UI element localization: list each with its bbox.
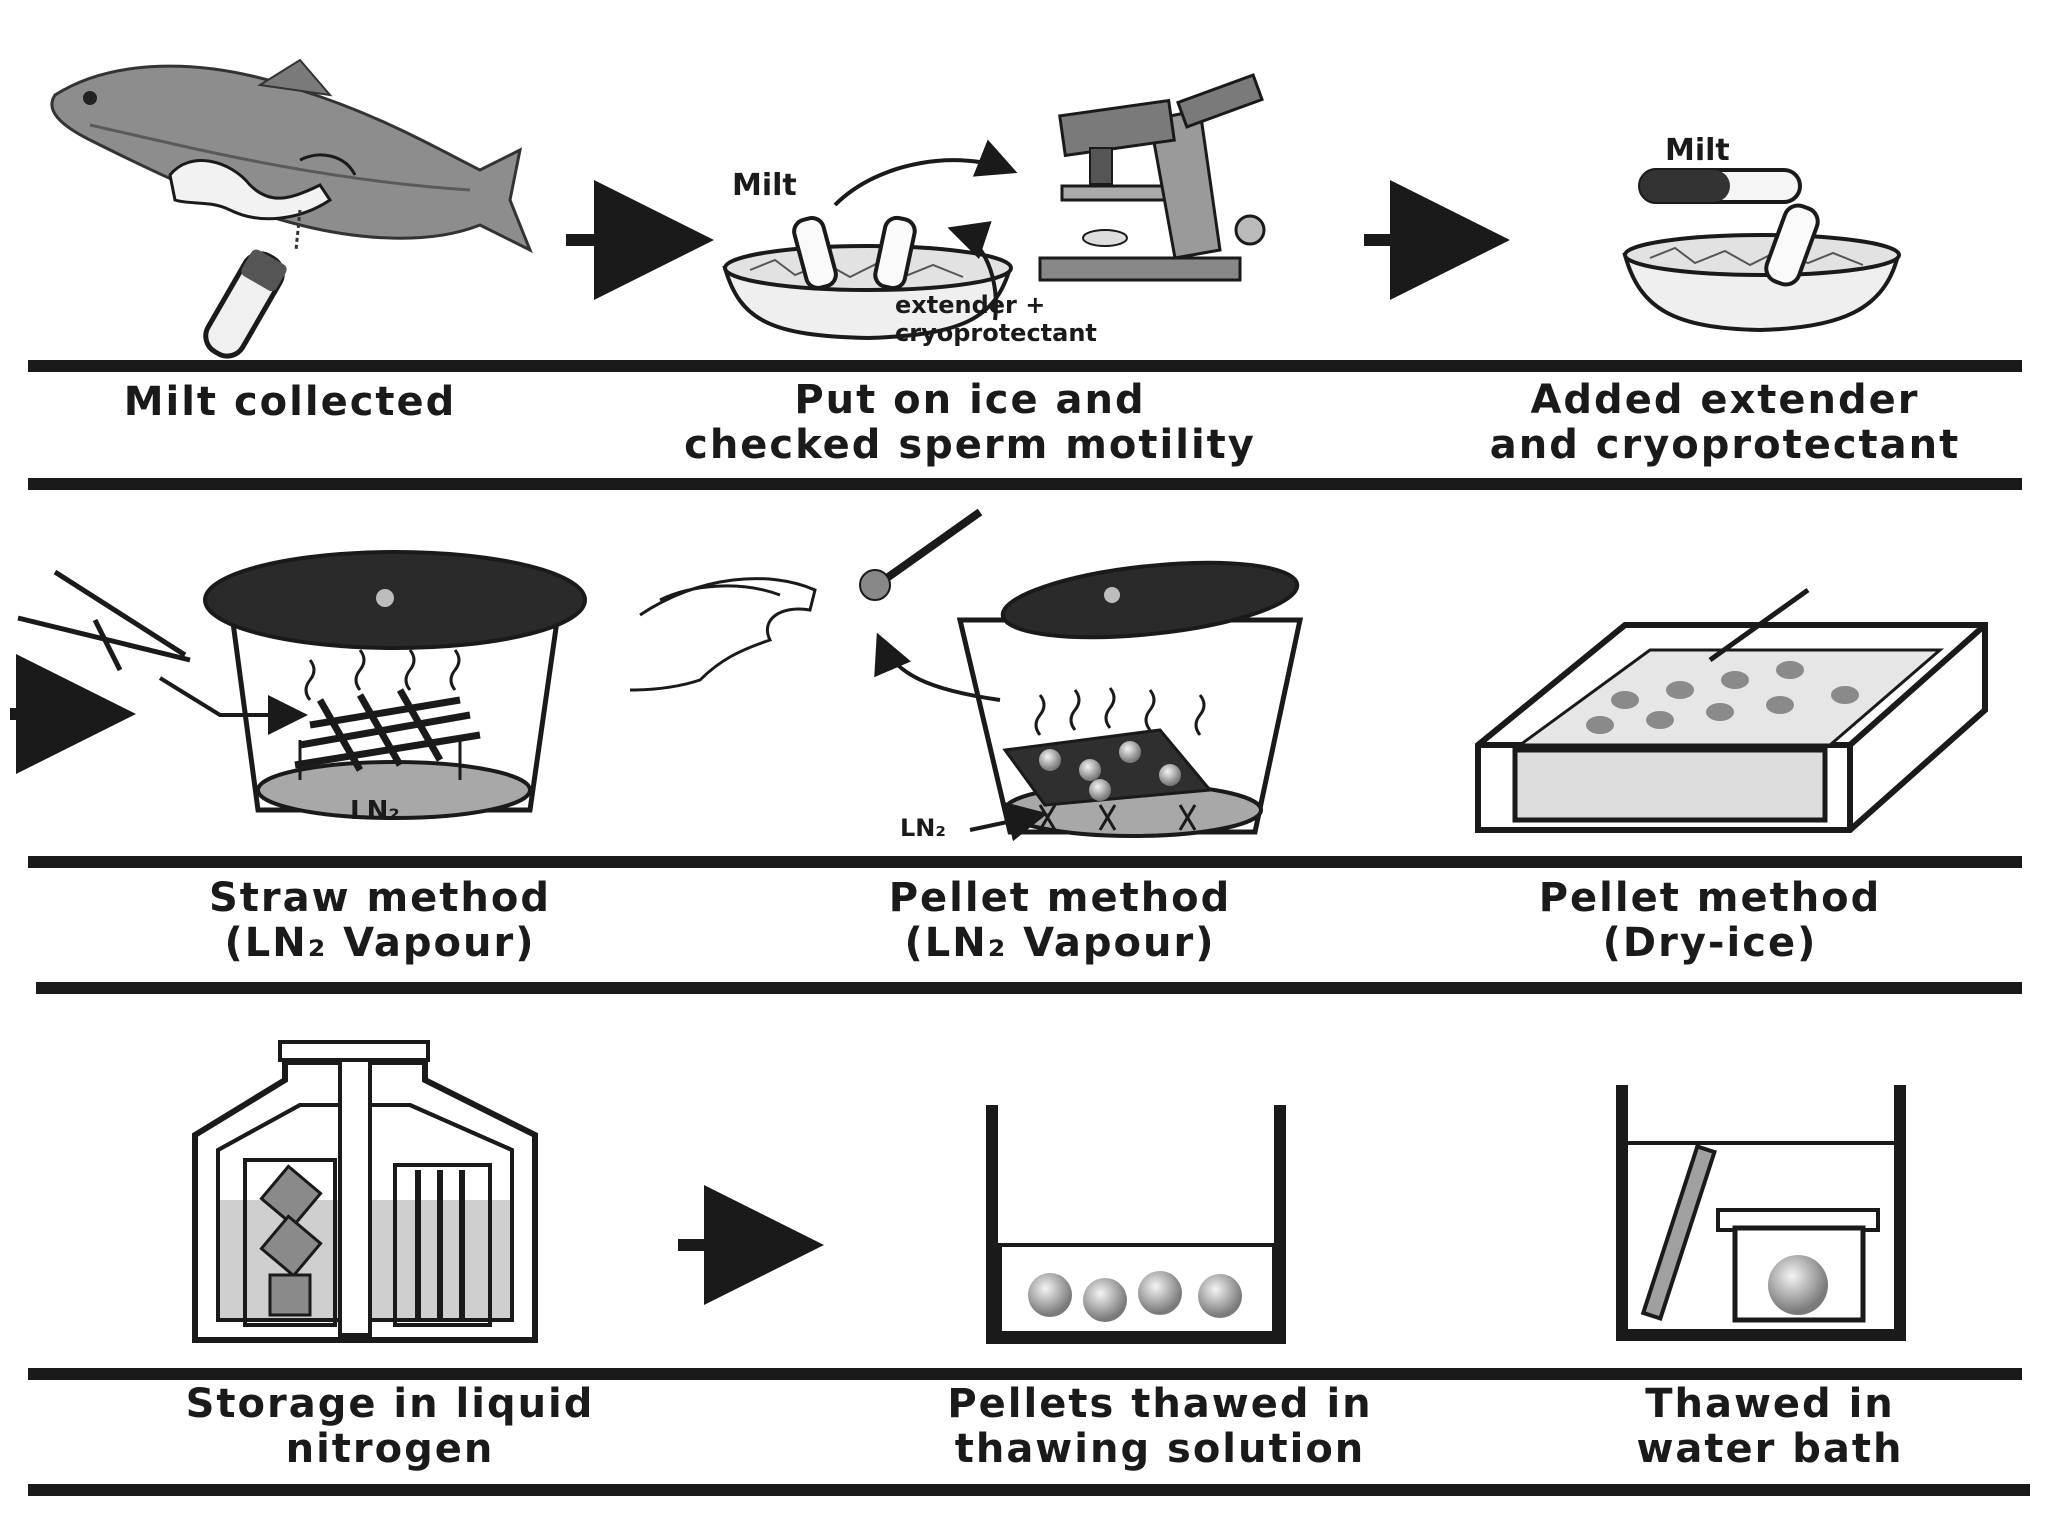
water-bath-icon <box>1616 1085 1906 1341</box>
extender-arrow <box>947 221 998 321</box>
caption-line: (LN₂ Vapour) <box>904 919 1216 966</box>
milt-label-2: Milt <box>1665 133 1730 168</box>
caption-line: Pellet method <box>1538 875 1882 921</box>
ice-bowl-icon <box>722 215 1013 341</box>
caption-line: Put on ice and <box>794 377 1146 423</box>
ln2-arrow <box>969 802 1048 842</box>
ln2-dewar-pellet <box>956 560 1304 838</box>
caption-line: water bath <box>1636 1425 1904 1472</box>
fish-illustration <box>50 58 533 254</box>
milt-arrow <box>833 139 1018 207</box>
caption-line: Thawed in <box>1645 1381 1895 1427</box>
caption-line: Added extender <box>1530 377 1920 423</box>
caption-pellet-dry-ice: Pellet method (Dry-ice) <box>1450 876 1970 966</box>
ln2-label-2: LN₂ <box>900 814 946 842</box>
caption-water-bath: Thawed in water bath <box>1560 1382 1980 1472</box>
caption-straw-method: Straw method (LN₂ Vapour) <box>120 876 640 966</box>
caption-line: Pellet method <box>888 875 1232 921</box>
caption-line: Milt collected <box>123 379 457 425</box>
pellet-arrow <box>874 632 1001 702</box>
caption-line: nitrogen <box>285 1425 495 1472</box>
milt-label: Milt <box>732 168 797 203</box>
ice-bowl-icon-2 <box>1622 203 1901 333</box>
caption-line: (Dry-ice) <box>1602 919 1818 966</box>
milt-tube-icon <box>1638 168 1802 204</box>
caption-line: thawing solution <box>954 1425 1366 1472</box>
ln2-label: LN₂ <box>350 796 400 826</box>
extender-label-line2: cryoprotectant <box>895 318 1097 347</box>
straw-tweezers-icon <box>17 569 191 672</box>
dry-ice-pellets <box>1586 661 1859 734</box>
caption-line: (LN₂ Vapour) <box>224 919 536 966</box>
dry-ice-box-icon <box>1475 622 1988 833</box>
caption-added-extender: Added extender and cryoprotectant <box>1415 378 2035 468</box>
extender-label: extender + cryoprotectant <box>895 291 1097 347</box>
ln2-dewar-straw <box>203 550 587 820</box>
caption-line: checked sperm motility <box>684 421 1256 468</box>
caption-pellets-thawed: Pellets thawed in thawing solution <box>870 1382 1450 1472</box>
caption-pellet-ln2: Pellet method (LN₂ Vapour) <box>800 876 1320 966</box>
thawing-beaker-icon <box>986 1105 1286 1344</box>
microscope-icon <box>1038 73 1266 282</box>
divider-lines <box>28 360 2030 1496</box>
caption-line: Straw method <box>208 875 552 921</box>
caption-milt-collected: Milt collected <box>40 380 540 425</box>
caption-put-on-ice: Put on ice and checked sperm motility <box>560 378 1380 468</box>
caption-storage: Storage in liquid nitrogen <box>100 1382 680 1472</box>
dry-ice-pipette-icon <box>1708 587 1810 663</box>
collection-tube <box>203 209 302 359</box>
straw-arrow <box>158 676 308 735</box>
caption-line: Pellets thawed in <box>947 1381 1373 1427</box>
ln2-storage-tank-icon <box>192 1040 538 1343</box>
caption-line: and cryoprotectant <box>1489 421 1961 468</box>
extender-label-line1: extender + <box>895 291 1046 319</box>
hand-pipette-icon <box>629 508 983 692</box>
caption-line: Storage in liquid <box>185 1381 595 1427</box>
